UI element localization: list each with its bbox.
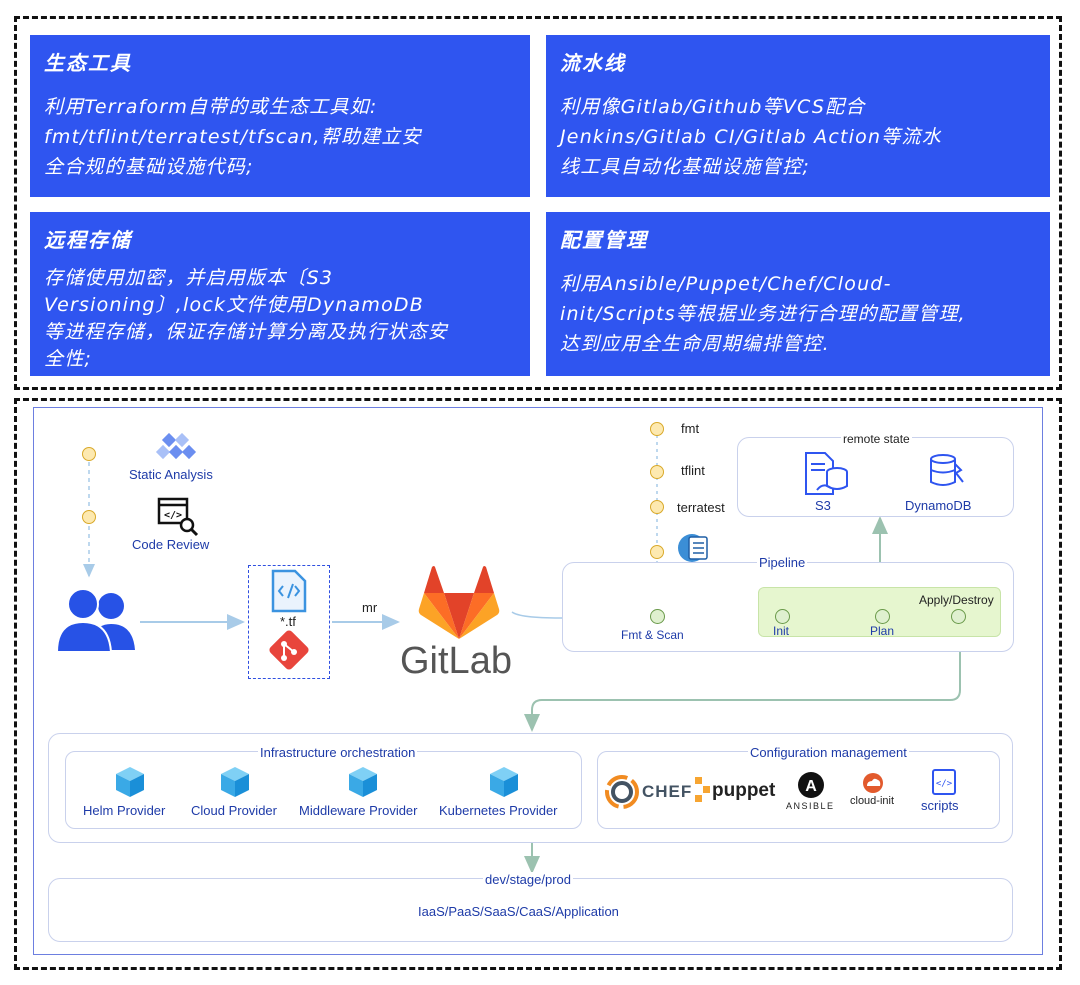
dynamodb-label: DynamoDB <box>905 498 972 513</box>
s3-label: S3 <box>815 498 831 513</box>
code-review-icon: </> <box>157 497 199 537</box>
card-body: 利用Terraform自带的或生态工具如: fmt/tflint/terrate… <box>44 92 516 182</box>
ansible-icon: A <box>798 772 824 798</box>
card-line: 全性; <box>44 348 93 370</box>
tf-file-box <box>248 565 330 679</box>
card-line: 利用Ansible/Puppet/Chef/Cloud- <box>560 273 892 295</box>
card-line: 达到应用全生命周期编排管控. <box>560 333 830 355</box>
tf-file-label: *.tf <box>280 614 296 629</box>
config-management-title: Configuration management <box>748 745 909 760</box>
code-review-dot <box>82 510 96 524</box>
card-line: fmt/tflint/terratest/tfscan,帮助建立安 <box>44 126 422 148</box>
svg-text:</>: </> <box>936 779 953 789</box>
fmt-label: fmt <box>681 421 700 436</box>
remote-state-label: remote state <box>841 432 912 446</box>
tf-file-icon <box>271 569 307 613</box>
dynamodb-icon <box>930 454 964 486</box>
top-frame <box>14 16 1062 390</box>
card-line: 线工具自动化基础设施管控; <box>560 156 811 178</box>
puppet-icon <box>695 777 710 802</box>
card-pipeline: 流水线 利用像Gitlab/Github等VCS配合 Jenkins/Gitla… <box>546 35 1050 197</box>
apply-node <box>951 609 966 624</box>
card-line: 全合规的基础设施代码; <box>44 156 254 178</box>
bottom-frame <box>14 398 1062 970</box>
middleware-provider-label: Middleware Provider <box>299 803 418 818</box>
environment-label: dev/stage/prod <box>483 872 574 887</box>
card-line: init/Scripts等根据业务进行合理的配置管理, <box>560 303 966 325</box>
card-line: 利用像Gitlab/Github等VCS配合 <box>560 96 866 118</box>
tfscan-dot <box>650 545 664 559</box>
cloud-init-label: cloud-init <box>850 795 895 807</box>
provider-cube-icon <box>114 765 146 804</box>
card-title: 配置管理 <box>560 228 648 252</box>
tflint-dot <box>650 465 664 479</box>
environment-box <box>48 878 1013 942</box>
fmt-dot <box>650 422 664 436</box>
static-analysis-icon <box>155 433 197 460</box>
chef-wordmark: CHEF <box>642 782 693 801</box>
application-layers-label: IaaS/PaaS/SaaS/CaaS/Application <box>418 904 619 919</box>
cloud-provider-label: Cloud Provider <box>191 803 277 818</box>
mr-label: mr <box>362 600 378 615</box>
card-line: Versioning〕,lock文件使用DynamoDB <box>44 294 424 316</box>
card-title: 流水线 <box>560 51 626 75</box>
puppet-wordmark: puppet <box>712 780 776 801</box>
kubernetes-provider-label: Kubernetes Provider <box>439 803 558 818</box>
chef-icon <box>605 775 639 809</box>
card-ecosystem-tools: 生态工具 利用Terraform自带的或生态工具如: fmt/tflint/te… <box>30 35 530 197</box>
provider-cube-icon <box>488 765 520 804</box>
gitlab-wordmark: GitLab <box>400 640 512 682</box>
card-line: 存储使用加密，并启用版本〔S3 <box>44 267 334 289</box>
svg-text:A: A <box>805 778 817 795</box>
fmt-scan-node <box>650 609 665 624</box>
init-node <box>775 609 790 624</box>
diagram-border <box>33 407 1043 955</box>
card-body: 利用像Gitlab/Github等VCS配合 Jenkins/Gitlab CI… <box>560 92 1036 182</box>
card-title: 远程存储 <box>44 228 132 252</box>
card-line: 利用Terraform自带的或生态工具如: <box>44 96 378 118</box>
git-icon <box>269 630 309 670</box>
scripts-label: scripts <box>921 798 959 813</box>
plan-label: Plan <box>870 624 895 638</box>
card-config-management: 配置管理 利用Ansible/Puppet/Chef/Cloud- init/S… <box>546 212 1050 376</box>
terratest-dot <box>650 500 664 514</box>
static-analysis-label: Static Analysis <box>129 467 213 482</box>
fmt-scan-label: Fmt & Scan <box>621 628 684 642</box>
apply-destroy-label: Apply/Destroy <box>919 593 994 607</box>
provider-cube-icon <box>219 765 251 804</box>
card-line: 等进程存储，保证存储计算分离及执行状态安 <box>44 321 449 343</box>
ansible-wordmark: ANSIBLE <box>786 801 835 811</box>
plan-node <box>875 609 890 624</box>
provider-cube-icon <box>347 765 379 804</box>
users-icon <box>55 588 135 652</box>
scripts-icon: </> <box>932 769 956 795</box>
card-title: 生态工具 <box>44 51 132 75</box>
gitlab-icon <box>418 566 500 639</box>
infra-orchestration-title: Infrastructure orchestration <box>258 745 418 760</box>
card-body: 存储使用加密，并启用版本〔S3 Versioning〕,lock文件使用Dyna… <box>44 265 516 373</box>
helm-provider-label: Helm Provider <box>83 803 166 818</box>
s3-icon <box>805 452 848 495</box>
card-body: 利用Ansible/Puppet/Chef/Cloud- init/Script… <box>560 269 1036 359</box>
tflint-label: tflint <box>681 463 705 478</box>
cloud-init-icon <box>863 773 883 793</box>
svg-text:</>: </> <box>164 510 182 521</box>
code-review-label: Code Review <box>132 537 210 552</box>
terratest-label: terratest <box>677 500 725 515</box>
init-label: Init <box>773 624 790 638</box>
card-line: Jenkins/Gitlab CI/Gitlab Action等流水 <box>560 126 942 148</box>
static-analysis-dot <box>82 447 96 461</box>
pipeline-label: Pipeline <box>757 555 808 570</box>
tfscan-icon <box>678 534 708 562</box>
card-remote-storage: 远程存储 存储使用加密，并启用版本〔S3 Versioning〕,lock文件使… <box>30 212 530 376</box>
remote-state-box <box>737 437 1014 517</box>
